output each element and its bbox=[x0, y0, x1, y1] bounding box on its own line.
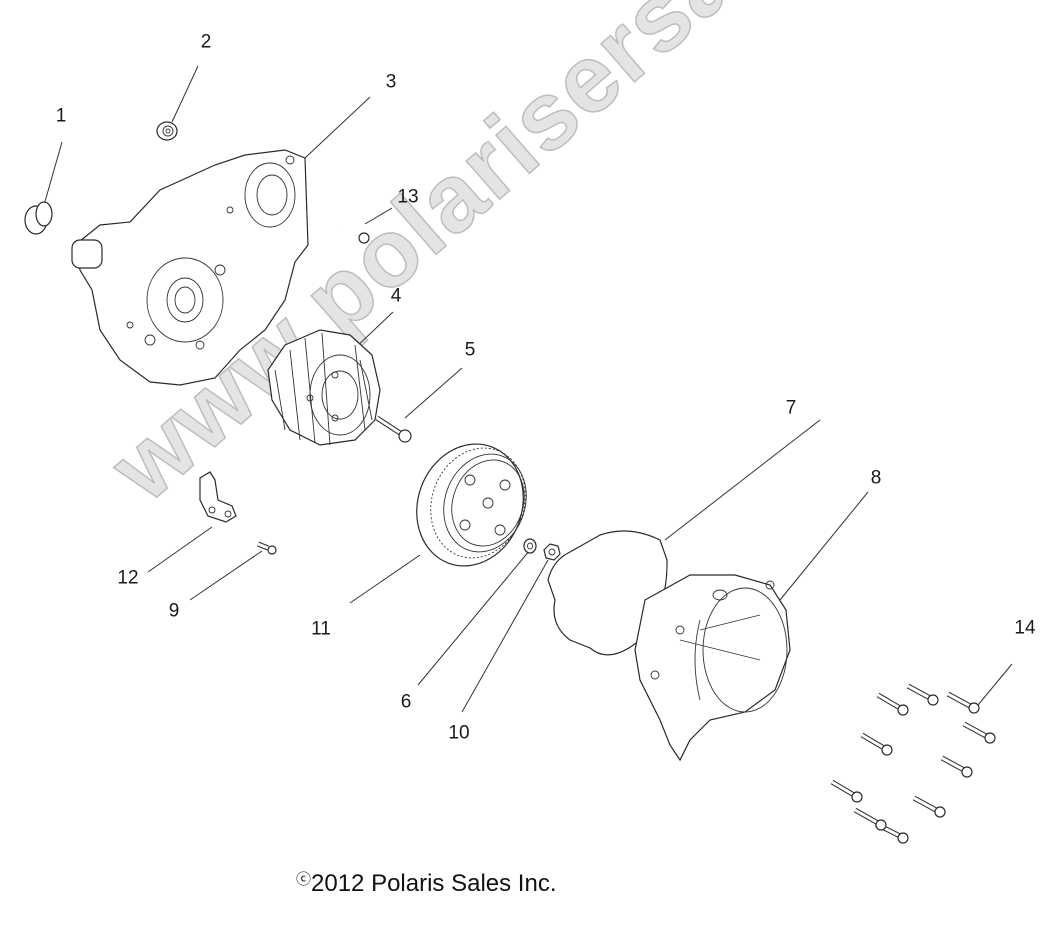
wire-bracket-part bbox=[199, 471, 237, 523]
copyright-text: 2012 Polaris Sales Inc. bbox=[311, 870, 557, 897]
callout-7: 7 bbox=[785, 397, 797, 419]
washer-part bbox=[523, 538, 537, 554]
callout-12: 12 bbox=[117, 567, 139, 589]
flywheel-part bbox=[416, 443, 527, 567]
bracket-bolt-part bbox=[257, 541, 277, 555]
callout-1: 1 bbox=[55, 105, 67, 127]
callout-11: 11 bbox=[311, 618, 331, 640]
callout-10: 10 bbox=[448, 722, 470, 744]
callout-8: 8 bbox=[870, 467, 882, 489]
seal-ring-part bbox=[24, 201, 53, 235]
stator-cover-part bbox=[634, 574, 791, 762]
cover-gasket-part bbox=[547, 530, 668, 656]
housing-bolt-part bbox=[339, 224, 370, 244]
callout-5: 5 bbox=[464, 339, 476, 361]
copyright-symbol-icon: ⓒ bbox=[296, 871, 312, 888]
crankcase-housing-part bbox=[71, 149, 309, 386]
callout-13: 13 bbox=[397, 186, 419, 208]
flywheel-nut-part bbox=[543, 543, 561, 561]
bearing-part bbox=[156, 121, 178, 141]
callout-6: 6 bbox=[400, 691, 412, 713]
callout-14: 14 bbox=[1014, 617, 1036, 639]
cover-bolts-part bbox=[830, 683, 996, 844]
callout-2: 2 bbox=[200, 31, 212, 53]
callout-4: 4 bbox=[390, 285, 402, 307]
stator-bolt-part bbox=[375, 415, 412, 443]
leader-lines bbox=[41, 65, 1013, 713]
copyright-notice: ⓒ2012 Polaris Sales Inc. bbox=[296, 868, 557, 898]
callout-3: 3 bbox=[385, 71, 397, 93]
stator-part bbox=[267, 329, 381, 446]
callout-9: 9 bbox=[168, 600, 180, 622]
